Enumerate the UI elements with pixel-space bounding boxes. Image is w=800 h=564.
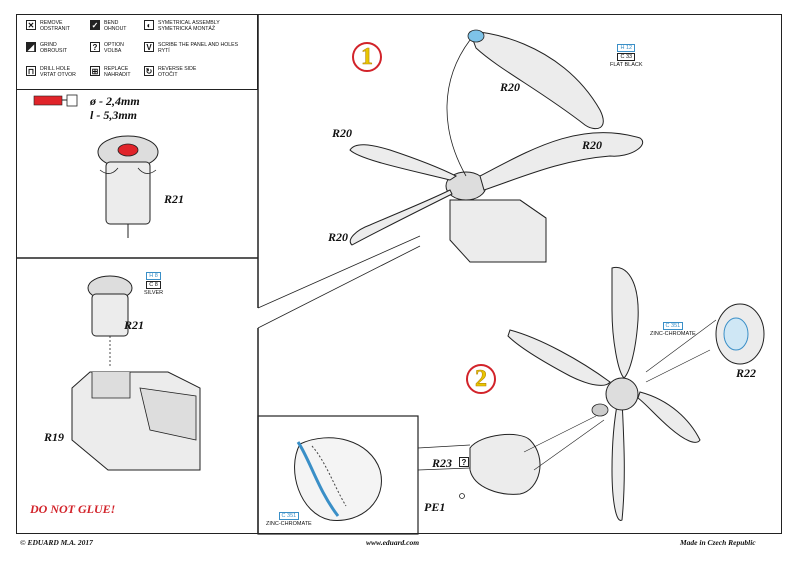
step2-propeller-drawing: [459, 266, 765, 521]
legend-item-symmetrical: ◐ SYMETRICAL ASSEMBLY SYMETRICKÁ MONTÁŽ: [144, 20, 220, 32]
part-label-r23: R23: [432, 456, 453, 470]
leader-line: [257, 245, 421, 329]
r21-r19-drawing: [71, 275, 201, 471]
symmetrical-icon: ◐: [144, 20, 154, 30]
scribe-icon: V: [144, 42, 154, 52]
r20-blade-lower: [349, 189, 453, 246]
option-icon: ?: [459, 457, 469, 467]
r20-blade-left: [349, 144, 457, 181]
step1-propeller-drawing: [349, 29, 643, 263]
warning-text: DO NOT GLUE!: [30, 502, 116, 516]
step-number-1: 1: [352, 42, 382, 72]
drill-color-swatch: [33, 95, 63, 106]
drill-length: l - 5,3mm: [90, 108, 137, 122]
part-label-r20: R20: [328, 230, 349, 244]
symbol-legend: ✕ REMOVE ODSTRANIT ✓ BEND OHNOUT ◐ SYMET…: [16, 14, 258, 90]
drill-icon: [66, 94, 78, 107]
legend-item-option: ? OPTION VOLBA: [90, 42, 124, 54]
footer-made-in: Made in Czech Republic: [680, 538, 756, 547]
legend-item-scribe: V SCRIBE THE PANEL AND HOLES RYTÍ: [144, 42, 238, 54]
r20-blade-top: [469, 31, 604, 130]
part-label-r22: R22: [736, 366, 757, 380]
drill-diameter: ø - 2,4mm: [90, 94, 140, 108]
part-label-r21: R21: [124, 318, 145, 332]
color-callout-silver: H 8 C 8 SILVER: [144, 272, 164, 296]
part-label-r19: R19: [44, 430, 65, 444]
leader-line: [257, 235, 421, 309]
replace-icon: ⊞: [90, 66, 100, 76]
legend-item-drill: ⊓ DRILL HOLE VRTAT OTVOR: [26, 66, 76, 78]
legend-item-replace: ⊞ REPLACE NAHRADIT: [90, 66, 131, 78]
part-label-r21: R21: [164, 192, 185, 206]
step-number-2: 2: [466, 364, 496, 394]
r20-blade-right: [479, 132, 643, 191]
legend-item-bend: ✓ BEND OHNOUT: [90, 20, 127, 32]
footer-copyright: © EDUARD M.A. 2017: [20, 538, 93, 547]
r23-spinner: [469, 434, 541, 495]
option-icon: ?: [90, 42, 100, 52]
footer-website[interactable]: www.eduard.com: [366, 538, 420, 547]
pe1-inset-frame: [257, 415, 419, 535]
leader-line: [417, 444, 471, 449]
legend-item-grind: ◢ GRIND OBROUSIT: [26, 42, 68, 54]
legend-item-remove: ✕ REMOVE ODSTRANIT: [26, 20, 70, 32]
reverse-icon: ↻: [144, 66, 154, 76]
part-label-r20: R20: [332, 126, 353, 140]
part-label-r20: R20: [582, 138, 603, 152]
part-label-pe1: PE1: [424, 500, 446, 514]
drill-icon: ⊓: [26, 66, 36, 76]
color-callout-zinc-chromate: C 351 ZINC-CHROMATE: [266, 512, 312, 527]
pe1-ring-drawing: [294, 437, 382, 521]
leader-line: [417, 467, 471, 471]
bend-icon: ✓: [90, 20, 100, 30]
r21-detail-drawing: [97, 135, 159, 238]
grind-icon: ◢: [26, 42, 36, 52]
part-label-r20: R20: [500, 80, 521, 94]
color-callout-zinc-chromate: C 351 ZINC-CHROMATE: [650, 322, 696, 337]
remove-icon: ✕: [26, 20, 36, 30]
legend-item-reverse: ↻ REVERSE SIDE OTOČIT: [144, 66, 197, 78]
color-callout-flat-black: H 12 C 33 FLAT BLACK: [610, 44, 643, 68]
